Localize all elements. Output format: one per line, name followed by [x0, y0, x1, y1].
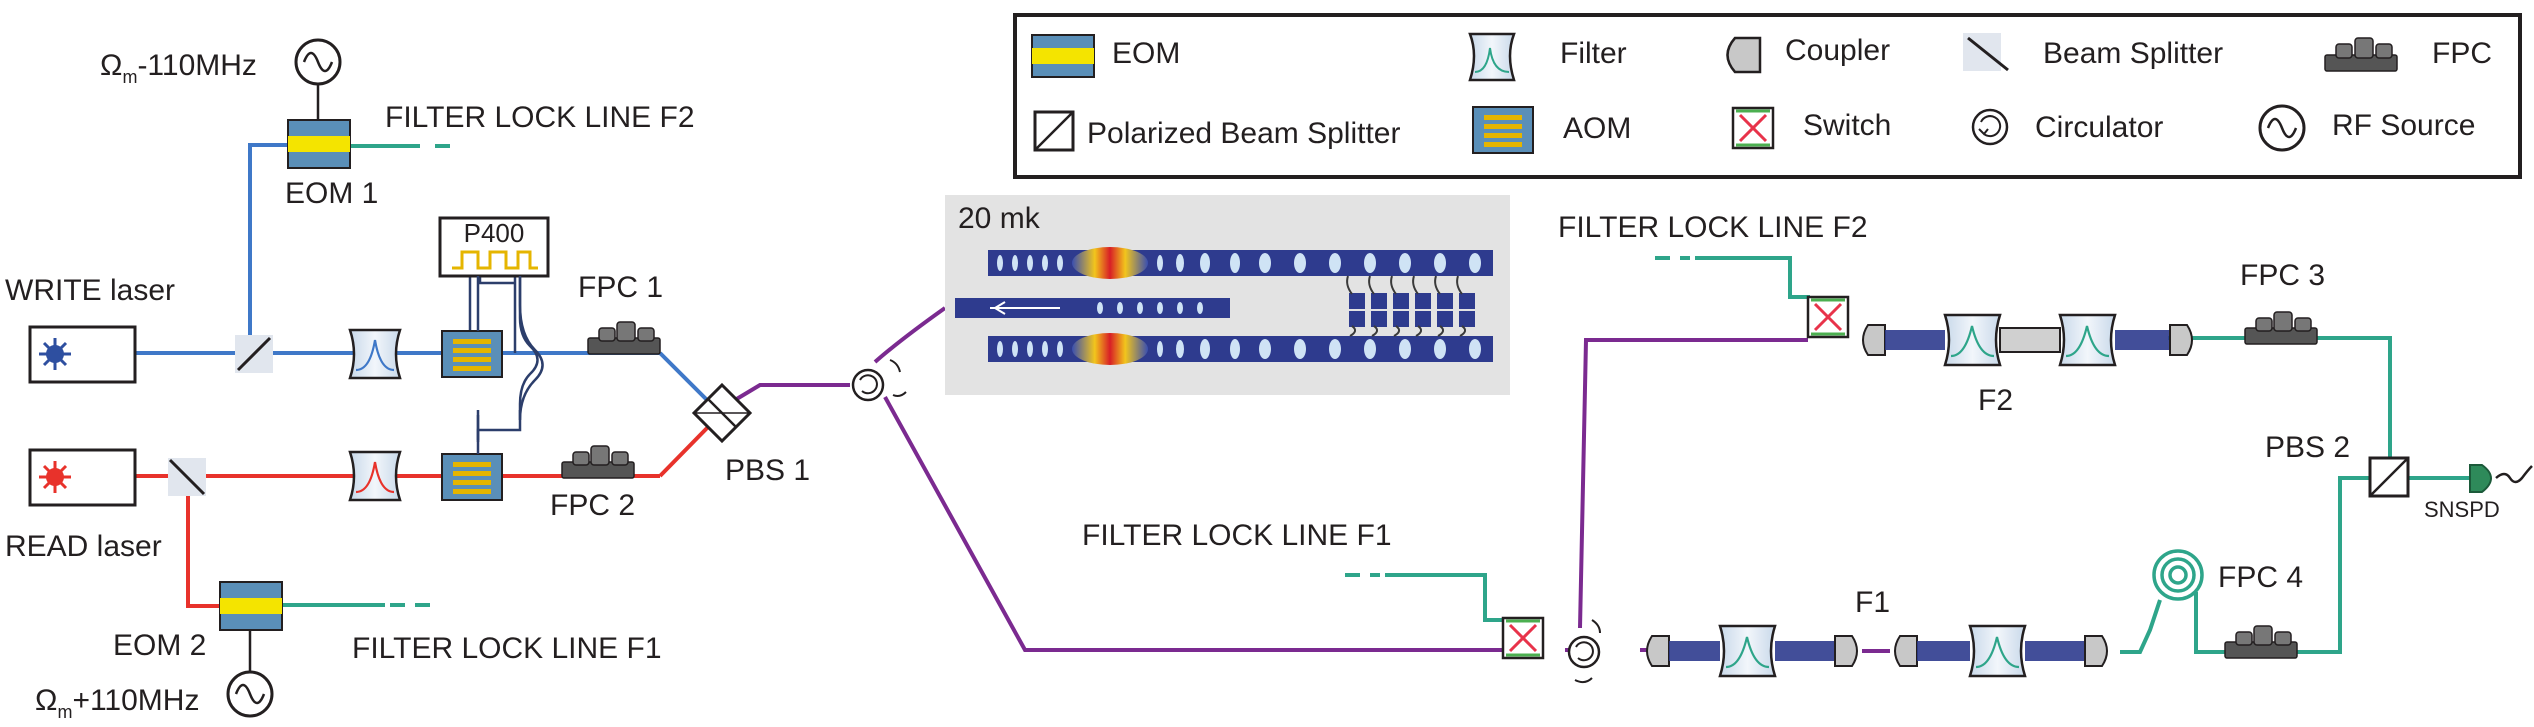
snspd-label: SNSPD	[2424, 497, 2500, 522]
write-laser-icon	[28, 325, 137, 384]
legend-filter-icon	[1468, 32, 1516, 82]
circulator1-icon	[851, 359, 907, 402]
write-aom-icon	[441, 330, 503, 378]
legend-coupler-icon	[1726, 36, 1762, 74]
switch-f1-icon	[1501, 616, 1545, 660]
legend-aom-icon	[1472, 106, 1534, 154]
rf-source-bottom-label: Ωm+110MHz	[35, 684, 199, 722]
legend-eom-icon	[1031, 34, 1095, 78]
legend-eom-label: EOM	[1112, 37, 1180, 70]
write-laser-label: WRITE laser	[5, 274, 175, 307]
rf-source-top-icon	[294, 38, 342, 120]
output-paths	[2120, 336, 2480, 654]
circulator2-icon	[1567, 619, 1601, 684]
legend-circulator-label: Circulator	[2035, 111, 2163, 144]
p400-pulse-generator: P400	[438, 216, 550, 454]
f1-label: F1	[1855, 586, 1890, 619]
rf-source-top-label: Ωm-110MHz	[100, 49, 257, 87]
legend-rf-source-label: RF Source	[2332, 109, 2475, 142]
fpc4-label: FPC 4	[2218, 561, 2303, 594]
rf-source-bottom-icon	[226, 630, 274, 718]
pbs2-label: PBS 2	[2265, 431, 2350, 464]
f2-filter-chain	[1862, 313, 2193, 367]
pbs1-label: PBS 1	[725, 454, 810, 487]
read-laser-icon	[28, 448, 137, 507]
legend-beam-splitter-label: Beam Splitter	[2043, 37, 2223, 70]
legend-rf-source-icon	[2258, 104, 2306, 152]
eom1-icon	[287, 119, 351, 169]
legend-coupler-label: Coupler	[1785, 34, 1890, 67]
eom2-label: EOM 2	[113, 629, 206, 662]
read-laser-label: READ laser	[5, 530, 162, 563]
eom2-icon	[219, 581, 283, 631]
legend-aom-label: AOM	[1563, 112, 1631, 145]
legend: EOM Filter Coupler Beam Splitter FPC	[1013, 13, 2522, 179]
fpc1-label: FPC 1	[578, 271, 663, 304]
write-filter-icon	[348, 328, 402, 380]
fpc3-label: FPC 3	[2240, 259, 2325, 292]
legend-switch-icon	[1731, 106, 1775, 150]
legend-pbs-label: Polarized Beam Splitter	[1087, 117, 1400, 150]
filter-lock-f1-right-label: FILTER LOCK LINE F1	[1082, 519, 1392, 552]
filter-lock-lines	[282, 144, 1810, 622]
fpc1-icon	[587, 321, 661, 355]
switch-f2-icon	[1806, 295, 1850, 339]
pbs2-icon	[2368, 456, 2410, 498]
filter-lock-f2-right-label: FILTER LOCK LINE F2	[1558, 211, 1868, 244]
read-aom-icon	[441, 453, 503, 501]
write-beam-splitter-icon	[235, 335, 273, 373]
read-filter-icon	[348, 450, 402, 502]
fpc2-label: FPC 2	[550, 489, 635, 522]
temperature-label: 20 mk	[958, 202, 1041, 235]
legend-switch-label: Switch	[1803, 109, 1891, 142]
read-beam-splitter-icon	[168, 458, 206, 496]
legend-fpc-label: FPC	[2432, 37, 2492, 70]
legend-beam-splitter-icon	[1963, 33, 2009, 72]
legend-pbs-icon	[1033, 110, 1075, 152]
device-panel: 20 mk	[945, 195, 1510, 395]
f1-filter-chain	[1646, 624, 2108, 678]
filter-lock-f2-left-label: FILTER LOCK LINE F2	[385, 101, 695, 134]
eom1-label: EOM 1	[285, 177, 378, 210]
legend-filter-label: Filter	[1560, 37, 1627, 70]
pbs1-icon	[691, 382, 753, 444]
f2-label: F2	[1978, 384, 2013, 417]
fpc3-icon	[2244, 311, 2318, 345]
legend-fpc-icon	[2324, 37, 2398, 72]
snspd-icon	[2469, 464, 2533, 493]
filter-lock-f1-left-label: FILTER LOCK LINE F1	[352, 632, 662, 665]
p400-label: P400	[464, 218, 525, 248]
fpc2-icon	[561, 445, 635, 479]
fiber-spool-icon	[2152, 549, 2204, 601]
fpc4-icon	[2224, 625, 2298, 659]
legend-circulator-icon	[1971, 108, 2009, 146]
